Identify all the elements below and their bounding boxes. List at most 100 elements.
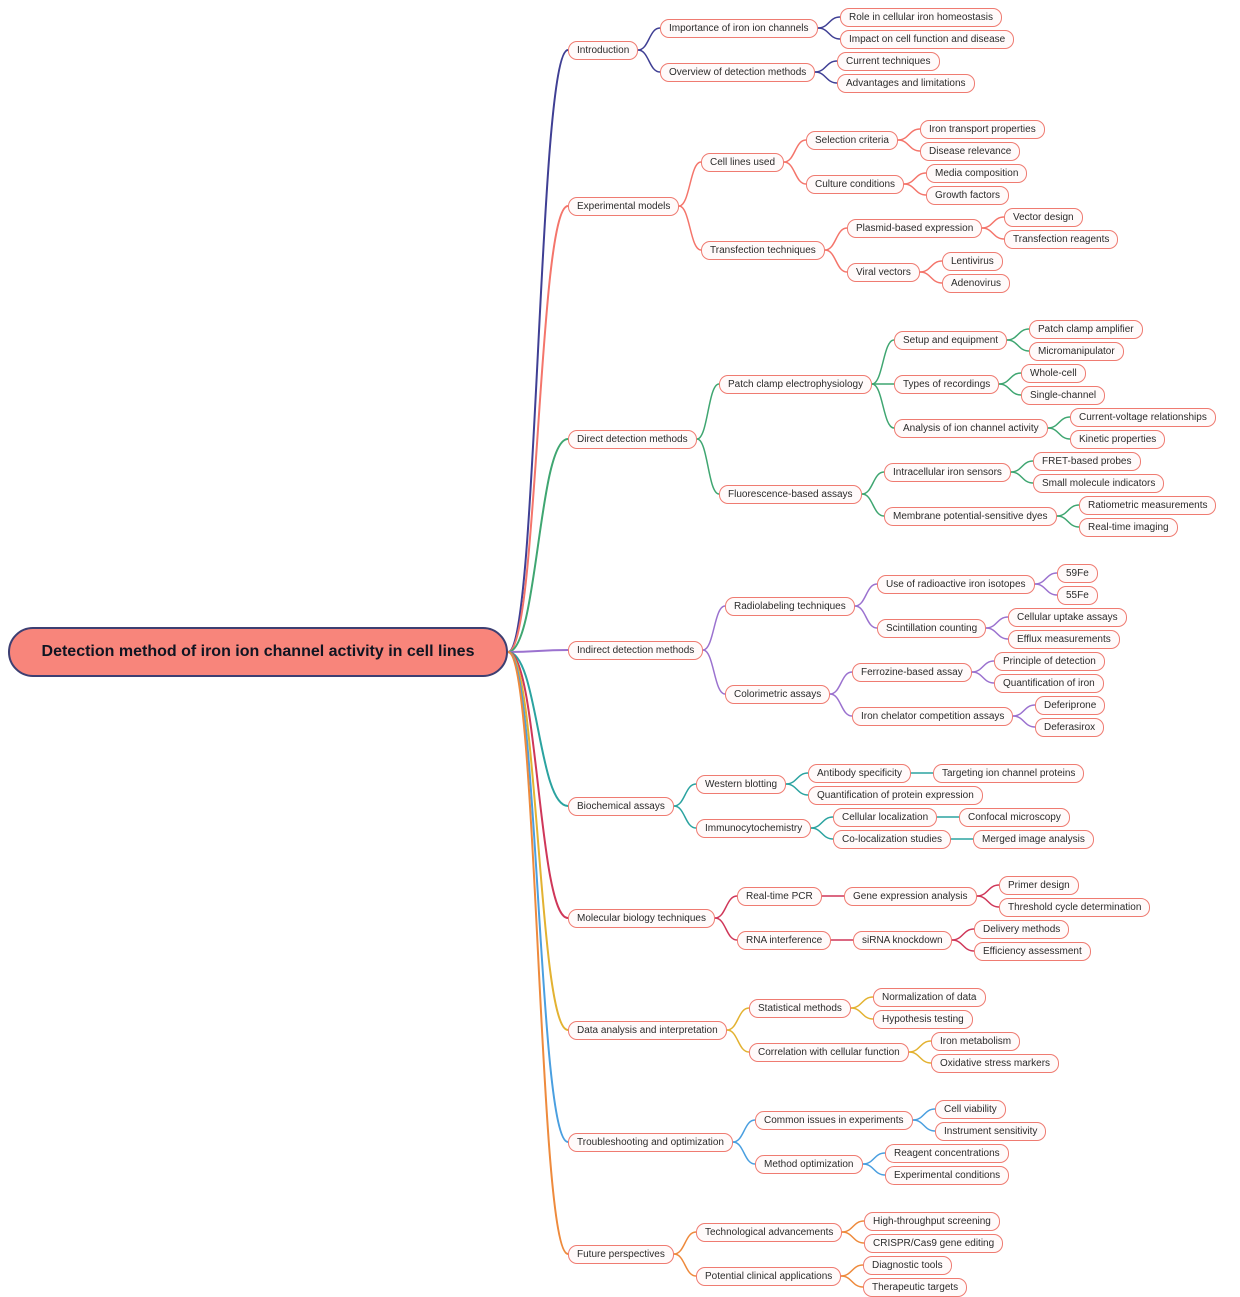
mindmap-node-principle-of-detection[interactable]: Principle of detection: [994, 651, 1105, 671]
mindmap-node-biochemical-assays[interactable]: Biochemical assays: [568, 796, 674, 816]
mindmap-node-reagent-concentrations[interactable]: Reagent concentrations: [885, 1143, 1009, 1163]
mindmap-node-instrument-sensitivity[interactable]: Instrument sensitivity: [935, 1121, 1047, 1141]
mindmap-node-future-perspectives[interactable]: Future perspectives: [568, 1244, 674, 1264]
mindmap-node-scintillation-counting[interactable]: Scintillation counting: [877, 618, 987, 638]
mindmap-node-kinetic-properties[interactable]: Kinetic properties: [1070, 429, 1166, 449]
mindmap-node-experimental-models[interactable]: Experimental models: [568, 196, 680, 216]
mindmap-node-vector-design[interactable]: Vector design: [1004, 207, 1083, 227]
mindmap-node-lentivirus[interactable]: Lentivirus: [942, 251, 1003, 271]
mindmap-node-quantification-of-protein-expression[interactable]: Quantification of protein expression: [808, 785, 983, 805]
mindmap-node-fluorescence-based-assays[interactable]: Fluorescence-based assays: [719, 484, 862, 504]
mindmap-node-culture-conditions[interactable]: Culture conditions: [806, 174, 905, 194]
mindmap-node-adenovirus[interactable]: Adenovirus: [942, 273, 1011, 293]
mindmap-node-threshold-cycle-determination[interactable]: Threshold cycle determination: [999, 897, 1151, 917]
mindmap-node-high-throughput-screening[interactable]: High-throughput screening: [864, 1211, 1000, 1231]
mindmap-node-micromanipulator[interactable]: Micromanipulator: [1029, 341, 1124, 361]
mindmap-node-cellular-localization[interactable]: Cellular localization: [833, 807, 938, 827]
mindmap-node-ferrozine-based-assay[interactable]: Ferrozine-based assay: [852, 662, 972, 682]
mindmap-node-merged-image-analysis[interactable]: Merged image analysis: [973, 829, 1094, 849]
mindmap-node-types-of-recordings[interactable]: Types of recordings: [894, 374, 1000, 394]
mindmap-node-current-techniques[interactable]: Current techniques: [837, 51, 940, 71]
mindmap-node-molecular-biology-techniques[interactable]: Molecular biology techniques: [568, 908, 715, 928]
mindmap-node-efflux-measurements[interactable]: Efflux measurements: [1008, 629, 1120, 649]
mindmap-node-importance-of-iron-ion-channels[interactable]: Importance of iron ion channels: [660, 18, 818, 38]
mindmap-node-analysis-of-ion-channel-activity[interactable]: Analysis of ion channel activity: [894, 418, 1048, 438]
mindmap-node-59fe[interactable]: 59Fe: [1057, 563, 1098, 583]
mindmap-node-common-issues-in-experiments[interactable]: Common issues in experiments: [755, 1110, 913, 1130]
mindmap-node-co-localization-studies[interactable]: Co-localization studies: [833, 829, 952, 849]
mindmap-node-patch-clamp-amplifier[interactable]: Patch clamp amplifier: [1029, 319, 1143, 339]
mindmap-node-transfection-techniques[interactable]: Transfection techniques: [701, 240, 825, 260]
mindmap-node-iron-transport-properties[interactable]: Iron transport properties: [920, 119, 1045, 139]
mindmap-node-quantification-of-iron[interactable]: Quantification of iron: [994, 673, 1104, 693]
mindmap-node-growth-factors[interactable]: Growth factors: [926, 185, 1010, 205]
mindmap-node-oxidative-stress-markers[interactable]: Oxidative stress markers: [931, 1053, 1060, 1073]
mindmap-node-real-time-imaging[interactable]: Real-time imaging: [1079, 517, 1178, 537]
mindmap-node-cell-viability[interactable]: Cell viability: [935, 1099, 1006, 1119]
mindmap-node-real-time-pcr[interactable]: Real-time PCR: [737, 886, 822, 906]
mindmap-link: [971, 660, 995, 673]
mindmap-node-selection-criteria[interactable]: Selection criteria: [806, 130, 898, 150]
mindmap-node-advantages-and-limitations[interactable]: Advantages and limitations: [837, 73, 975, 93]
mindmap-node-diagnostic-tools[interactable]: Diagnostic tools: [863, 1255, 952, 1275]
mindmap-node-small-molecule-indicators[interactable]: Small molecule indicators: [1033, 473, 1165, 493]
mindmap-node-hypothesis-testing[interactable]: Hypothesis testing: [873, 1009, 973, 1029]
mindmap-node-crispr-cas9-gene-editing[interactable]: CRISPR/Cas9 gene editing: [864, 1233, 1004, 1253]
mindmap-node-whole-cell[interactable]: Whole-cell: [1021, 363, 1086, 383]
mindmap-node-normalization-of-data[interactable]: Normalization of data: [873, 987, 986, 1007]
mindmap-node-confocal-microscopy[interactable]: Confocal microscopy: [959, 807, 1070, 827]
mindmap-node-targeting-ion-channel-proteins[interactable]: Targeting ion channel proteins: [933, 763, 1085, 783]
mindmap-node-potential-clinical-applications[interactable]: Potential clinical applications: [696, 1266, 842, 1286]
mindmap-node-patch-clamp-electrophysiology[interactable]: Patch clamp electrophysiology: [719, 374, 873, 394]
mindmap-node-iron-metabolism[interactable]: Iron metabolism: [931, 1031, 1021, 1051]
mindmap-node-indirect-detection-methods[interactable]: Indirect detection methods: [568, 640, 704, 660]
mindmap-node-antibody-specificity[interactable]: Antibody specificity: [808, 763, 912, 783]
mindmap-node-troubleshooting-and-optimization[interactable]: Troubleshooting and optimization: [568, 1132, 733, 1152]
mindmap-node-cellular-uptake-assays[interactable]: Cellular uptake assays: [1008, 607, 1127, 627]
mindmap-node-direct-detection-methods[interactable]: Direct detection methods: [568, 429, 697, 449]
mindmap-node-media-composition[interactable]: Media composition: [926, 163, 1028, 183]
mindmap-node-delivery-methods[interactable]: Delivery methods: [974, 919, 1070, 939]
mindmap-node-impact-on-cell-function-and-disease[interactable]: Impact on cell function and disease: [840, 29, 1015, 49]
mindmap-node-method-optimization[interactable]: Method optimization: [755, 1154, 863, 1174]
mindmap-node-rna-interference[interactable]: RNA interference: [737, 930, 832, 950]
mindmap-node-data-analysis-and-interpretation[interactable]: Data analysis and interpretation: [568, 1020, 727, 1040]
mindmap-link: [507, 651, 569, 1031]
mindmap-node-role-in-cellular-iron-homeostasis[interactable]: Role in cellular iron homeostasis: [840, 7, 1002, 27]
mindmap-node-iron-chelator-competition-assays[interactable]: Iron chelator competition assays: [852, 706, 1014, 726]
mindmap-node-western-blotting[interactable]: Western blotting: [696, 774, 787, 794]
mindmap-node-intracellular-iron-sensors[interactable]: Intracellular iron sensors: [884, 462, 1011, 482]
mindmap-node-primer-design[interactable]: Primer design: [999, 875, 1079, 895]
mindmap-node-membrane-potential-sensitive-dyes[interactable]: Membrane potential-sensitive dyes: [884, 506, 1057, 526]
mindmap-node-deferiprone[interactable]: Deferiprone: [1035, 695, 1106, 715]
mindmap-node-plasmid-based-expression[interactable]: Plasmid-based expression: [847, 218, 983, 238]
mindmap-node-current-voltage-relationships[interactable]: Current-voltage relationships: [1070, 407, 1216, 427]
mindmap-link: [637, 27, 661, 51]
mindmap-node-55fe[interactable]: 55Fe: [1057, 585, 1098, 605]
mindmap-node-cell-lines-used[interactable]: Cell lines used: [701, 152, 785, 172]
mindmap-link: [507, 205, 569, 653]
mindmap-node-use-of-radioactive-iron-isotopes[interactable]: Use of radioactive iron isotopes: [877, 574, 1035, 594]
mindmap-node-correlation-with-cellular-function[interactable]: Correlation with cellular function: [749, 1042, 909, 1062]
mindmap-node-overview-of-detection-methods[interactable]: Overview of detection methods: [660, 62, 816, 82]
mindmap-node-statistical-methods[interactable]: Statistical methods: [749, 998, 851, 1018]
mindmap-node-experimental-conditions[interactable]: Experimental conditions: [885, 1165, 1010, 1185]
mindmap-node-radiolabeling-techniques[interactable]: Radiolabeling techniques: [725, 596, 855, 616]
mindmap-node-single-channel[interactable]: Single-channel: [1021, 385, 1106, 405]
mindmap-node-therapeutic-targets[interactable]: Therapeutic targets: [863, 1277, 968, 1297]
mindmap-node-immunocytochemistry[interactable]: Immunocytochemistry: [696, 818, 812, 838]
mindmap-node-disease-relevance[interactable]: Disease relevance: [920, 141, 1021, 161]
mindmap-root-node[interactable]: Detection method of iron ion channel act…: [8, 627, 508, 677]
mindmap-node-transfection-reagents[interactable]: Transfection reagents: [1004, 229, 1119, 249]
mindmap-node-technological-advancements[interactable]: Technological advancements: [696, 1222, 843, 1242]
mindmap-node-setup-and-equipment[interactable]: Setup and equipment: [894, 330, 1008, 350]
mindmap-node-gene-expression-analysis[interactable]: Gene expression analysis: [844, 886, 977, 906]
mindmap-node-efficiency-assessment[interactable]: Efficiency assessment: [974, 941, 1091, 961]
mindmap-node-sirna-knockdown[interactable]: siRNA knockdown: [853, 930, 952, 950]
mindmap-node-deferasirox[interactable]: Deferasirox: [1035, 717, 1105, 737]
mindmap-node-fret-based-probes[interactable]: FRET-based probes: [1033, 451, 1141, 471]
mindmap-node-viral-vectors[interactable]: Viral vectors: [847, 262, 920, 282]
mindmap-node-introduction[interactable]: Introduction: [568, 40, 639, 60]
mindmap-node-ratiometric-measurements[interactable]: Ratiometric measurements: [1079, 495, 1217, 515]
mindmap-node-colorimetric-assays[interactable]: Colorimetric assays: [725, 684, 831, 704]
